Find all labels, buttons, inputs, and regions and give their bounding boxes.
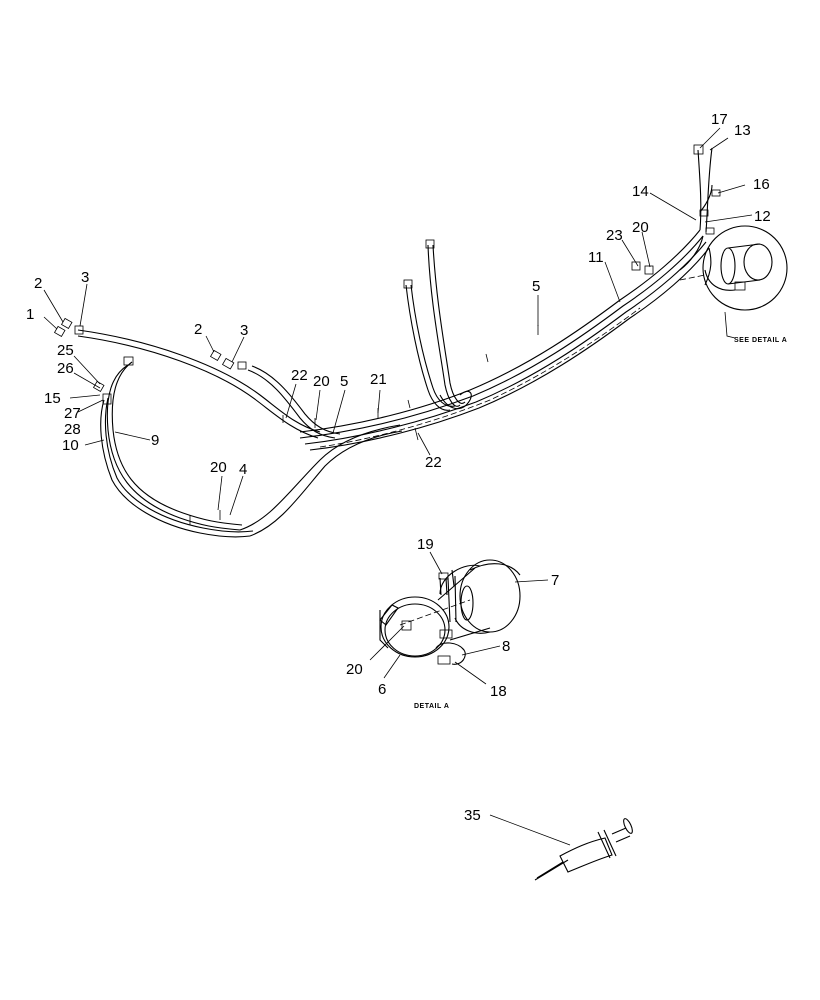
callout-7: 7 bbox=[551, 572, 559, 589]
detail-title: DETAIL A bbox=[414, 703, 449, 710]
fittings bbox=[53, 144, 721, 405]
callout-3: 3 bbox=[81, 269, 89, 286]
callout-11: 11 bbox=[588, 249, 604, 266]
callout-15: 15 bbox=[44, 390, 61, 407]
callout-22: 22 bbox=[425, 454, 442, 471]
callout-10: 10 bbox=[62, 437, 79, 454]
callout-22: 22 bbox=[291, 367, 308, 384]
callout-numbers: 1 2 3 2 3 25 26 15 27 28 10 9 22 20 5 21… bbox=[26, 111, 771, 824]
callout-26: 26 bbox=[57, 360, 74, 377]
callout-5: 5 bbox=[532, 278, 540, 295]
grease-syringe bbox=[534, 818, 633, 881]
see-detail-label: SEE DETAIL A bbox=[734, 337, 787, 344]
callout-21: 21 bbox=[370, 371, 387, 388]
callout-8: 8 bbox=[502, 638, 510, 655]
callout-13: 13 bbox=[734, 122, 751, 139]
callout-25: 25 bbox=[57, 342, 74, 359]
callout-2: 2 bbox=[34, 275, 42, 292]
callout-20: 20 bbox=[210, 459, 227, 476]
callout-20: 20 bbox=[346, 661, 363, 678]
callout-18: 18 bbox=[490, 683, 507, 700]
callout-19: 19 bbox=[417, 536, 434, 553]
callout-2: 2 bbox=[194, 321, 202, 338]
callout-20: 20 bbox=[313, 373, 330, 390]
callout-20: 20 bbox=[632, 219, 649, 236]
leader-lines bbox=[43, 127, 753, 846]
detail-a-assembly bbox=[379, 559, 521, 665]
callout-27: 27 bbox=[64, 405, 81, 422]
callout-28: 28 bbox=[64, 421, 81, 438]
callout-5: 5 bbox=[340, 373, 348, 390]
callout-23: 23 bbox=[606, 227, 623, 244]
callout-16: 16 bbox=[753, 176, 770, 193]
filter-detail-circle bbox=[679, 225, 788, 339]
callout-12: 12 bbox=[754, 208, 771, 225]
callout-3: 3 bbox=[240, 322, 248, 339]
callout-17: 17 bbox=[711, 111, 728, 128]
callout-4: 4 bbox=[239, 461, 247, 478]
callout-9: 9 bbox=[151, 432, 159, 449]
callout-6: 6 bbox=[378, 681, 386, 698]
callout-1: 1 bbox=[26, 306, 34, 323]
hose-harness bbox=[77, 147, 713, 538]
callout-14: 14 bbox=[632, 183, 649, 200]
callout-35: 35 bbox=[464, 807, 481, 824]
